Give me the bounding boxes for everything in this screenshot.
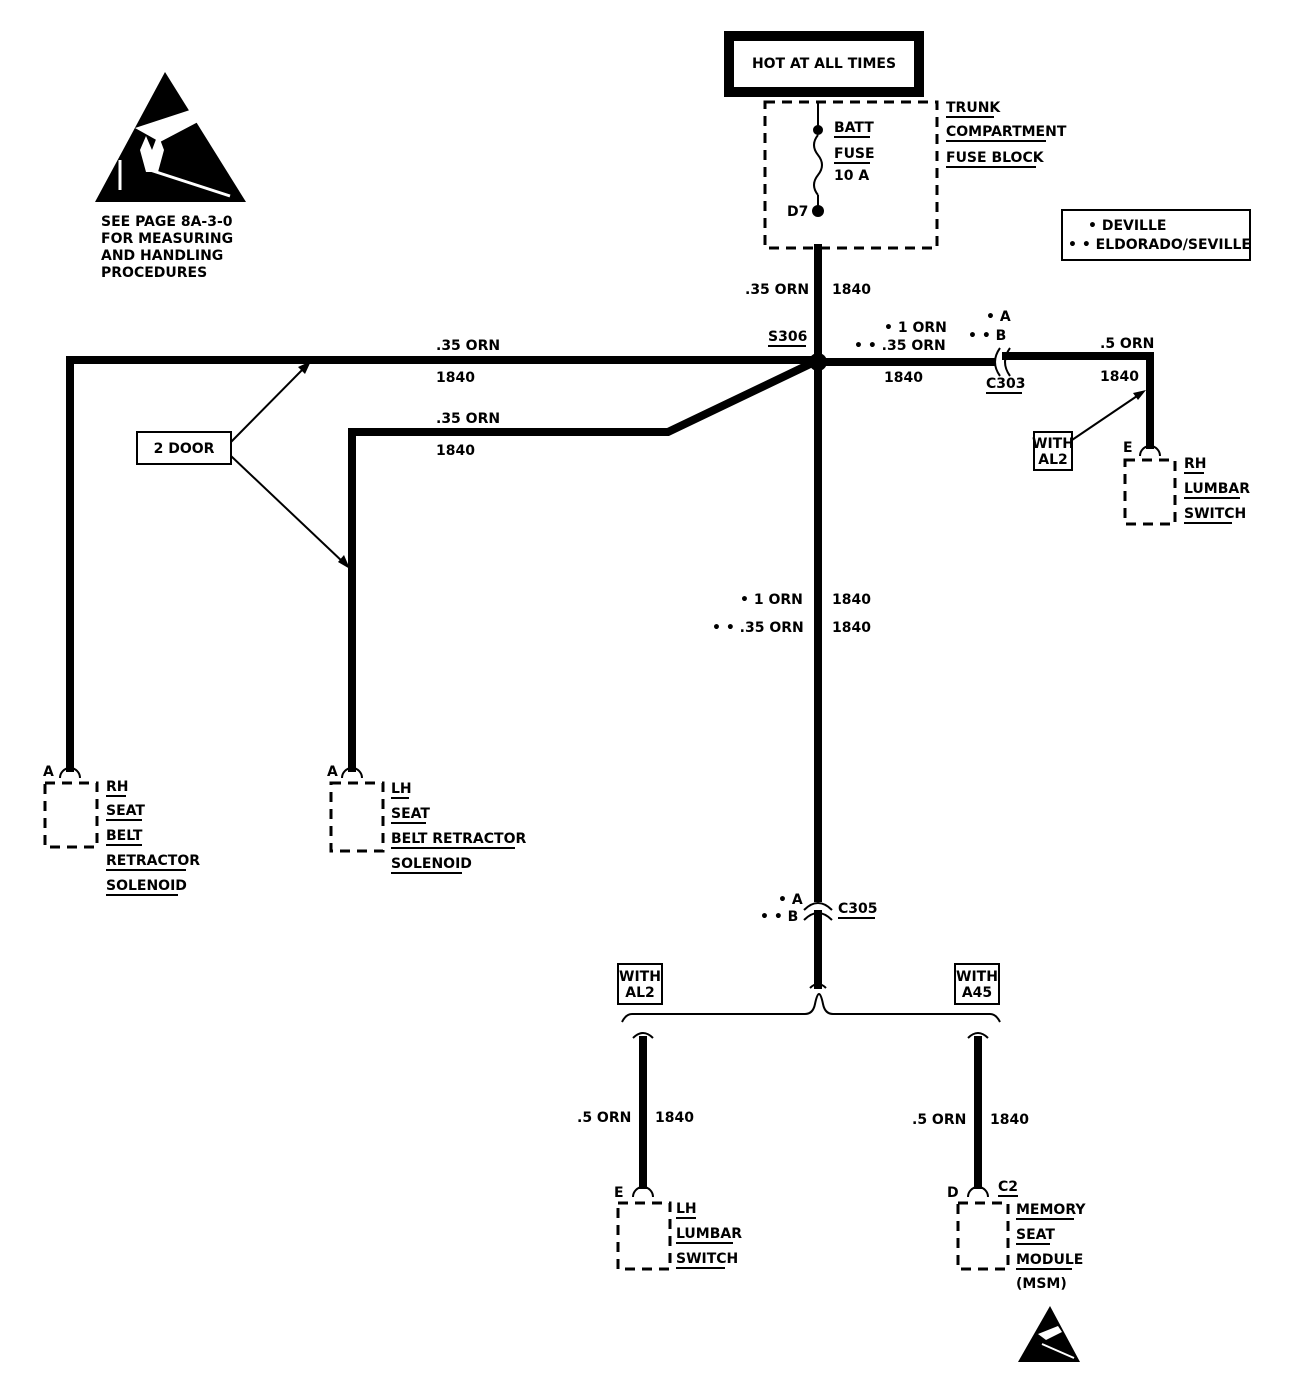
rh-lumbar-line-2: LUMBAR bbox=[1184, 481, 1250, 497]
fuse-label-fuse: FUSE bbox=[834, 146, 875, 162]
legend-eldorado-seville: • • ELDORADO/SEVILLE bbox=[1068, 237, 1251, 253]
option-2-door-label: 2 DOOR bbox=[154, 441, 215, 457]
wire-label-gauge-fuse: .35 ORN bbox=[745, 282, 809, 298]
rh-lumbar-line-3: SWITCH bbox=[1184, 506, 1246, 522]
wire-label-num-center-1: 1840 bbox=[832, 592, 871, 608]
wire-label-gauge-center-1: • 1 ORN bbox=[740, 592, 803, 608]
hot-at-all-times-box: HOT AT ALL TIMES bbox=[724, 31, 924, 97]
lh-seat-line-4: SOLENOID bbox=[391, 856, 472, 872]
c303-pin-b: • • B bbox=[968, 328, 1006, 344]
memory-connector: C2 bbox=[998, 1179, 1018, 1195]
wire-label-num-lh-lumbar: 1840 bbox=[655, 1110, 694, 1126]
splice-label: S306 bbox=[768, 329, 807, 345]
option-with-al2-right: WITH AL2 bbox=[1032, 390, 1146, 471]
memory-pin: D bbox=[947, 1185, 959, 1201]
wire-label-gauge-lh-lumbar: .5 ORN bbox=[577, 1110, 631, 1126]
option-branch-bracket bbox=[621, 983, 1001, 1039]
fuse-label-rating: 10 A bbox=[834, 168, 869, 184]
option-with-al2-bottom-line-2: AL2 bbox=[625, 985, 655, 1001]
esd-warning-icon bbox=[95, 72, 246, 202]
wire-label-gauge-center-2: • • .35 ORN bbox=[712, 620, 804, 636]
wires bbox=[66, 244, 1154, 1189]
wire-label-gauge-far-right: .5 ORN bbox=[1100, 336, 1154, 352]
esd-note-line-2: FOR MEASURING bbox=[101, 231, 233, 247]
memory-line-4: (MSM) bbox=[1016, 1276, 1067, 1292]
memory-line-1: MEMORY bbox=[1016, 1202, 1086, 1218]
wire-label-num-memory: 1840 bbox=[990, 1112, 1029, 1128]
splice-s306: S306 bbox=[768, 329, 827, 371]
lh-lumbar-line-1: LH bbox=[676, 1201, 697, 1217]
esd-small-icon bbox=[1018, 1306, 1080, 1362]
option-with-a45-line-2: A45 bbox=[962, 985, 992, 1001]
wire-label-num-fuse: 1840 bbox=[832, 282, 871, 298]
option-with-al2-right-line-1: WITH bbox=[1032, 436, 1074, 452]
component-lh-seat-belt-retractor-solenoid: A LH SEAT BELT RETRACTOR SOLENOID bbox=[327, 764, 526, 874]
esd-note-line-3: AND HANDLING bbox=[101, 248, 223, 264]
rh-seat-line-4: RETRACTOR bbox=[106, 853, 200, 869]
wire-c303-to-rh-lumbar bbox=[1002, 352, 1154, 449]
component-lh-lumbar-switch: E LH LUMBAR SWITCH bbox=[614, 1185, 742, 1271]
lh-lumbar-pin: E bbox=[614, 1185, 624, 1201]
lh-lumbar-line-3: SWITCH bbox=[676, 1251, 738, 1267]
rh-seat-line-3: BELT bbox=[106, 828, 143, 844]
wire-label-gauge-memory: .5 ORN bbox=[912, 1112, 966, 1128]
fuse-block-title-2: COMPARTMENT bbox=[946, 124, 1067, 140]
rh-seat-pin: A bbox=[43, 764, 54, 780]
option-with-a45-line-1: WITH bbox=[956, 969, 998, 985]
esd-note-line-4: PROCEDURES bbox=[101, 265, 207, 281]
legend: • DEVILLE • • ELDORADO/SEVILLE bbox=[1061, 209, 1251, 261]
wire-label-gauge-lh: .35 ORN bbox=[436, 411, 500, 427]
hot-label: HOT AT ALL TIMES bbox=[752, 56, 896, 72]
option-with-al2-bottom: WITH AL2 bbox=[617, 963, 663, 1005]
lh-seat-line-1: LH bbox=[391, 781, 412, 797]
wire-label-gauge-right-2: • • .35 ORN bbox=[854, 338, 946, 354]
memory-line-2: SEAT bbox=[1016, 1227, 1055, 1243]
c305-label: C305 bbox=[838, 901, 878, 917]
wire-label-gauge-rh: .35 ORN bbox=[436, 338, 500, 354]
option-with-a45: WITH A45 bbox=[954, 963, 1000, 1005]
fuse-block: BATT FUSE 10 A D7 TRUNK COMPARTMENT FUSE… bbox=[763, 100, 1067, 250]
option-2-door: 2 DOOR bbox=[136, 361, 350, 569]
connector-c305: • A • • B C305 bbox=[760, 892, 878, 925]
lh-seat-line-3: BELT RETRACTOR bbox=[391, 831, 526, 847]
lh-seat-line-2: SEAT bbox=[391, 806, 430, 822]
option-with-al2-right-line-2: AL2 bbox=[1038, 452, 1068, 468]
wire-label-num-far-right: 1840 bbox=[1100, 369, 1139, 385]
lh-lumbar-line-2: LUMBAR bbox=[676, 1226, 742, 1242]
component-rh-seat-belt-retractor-solenoid: A RH SEAT BELT RETRACTOR SOLENOID bbox=[43, 764, 200, 896]
connector-c303: • A • • B C303 bbox=[968, 309, 1026, 394]
legend-deville: • DEVILLE bbox=[1088, 218, 1166, 234]
esd-note: SEE PAGE 8A-3-0 FOR MEASURING AND HANDLI… bbox=[101, 214, 233, 281]
wire-lh-seat-belt bbox=[348, 360, 812, 772]
option-with-al2-bottom-line-1: WITH bbox=[619, 969, 661, 985]
fuse-block-title-1: TRUNK bbox=[946, 100, 1001, 116]
component-rh-lumbar-switch: E RH LUMBAR SWITCH bbox=[1123, 440, 1250, 526]
c303-label: C303 bbox=[986, 376, 1026, 392]
rh-seat-line-2: SEAT bbox=[106, 803, 145, 819]
wire-rh-seat-belt bbox=[66, 356, 814, 772]
fuse-terminal-d7: D7 bbox=[787, 204, 808, 220]
c305-pin-a: • A bbox=[778, 892, 803, 908]
rh-seat-line-1: RH bbox=[106, 779, 129, 795]
c303-pin-a: • A bbox=[986, 309, 1011, 325]
wire-label-gauge-right-1: • 1 ORN bbox=[884, 320, 947, 336]
wire-label-num-rh: 1840 bbox=[436, 370, 475, 386]
wire-label-num-right: 1840 bbox=[884, 370, 923, 386]
esd-note-line-1: SEE PAGE 8A-3-0 bbox=[101, 214, 233, 230]
rh-seat-line-5: SOLENOID bbox=[106, 878, 187, 894]
memory-line-3: MODULE bbox=[1016, 1252, 1083, 1268]
wire-label-num-center-2: 1840 bbox=[832, 620, 871, 636]
wire-labels: .35 ORN 1840 .35 ORN 1840 .35 ORN 1840 •… bbox=[436, 282, 1154, 1128]
lh-seat-pin: A bbox=[327, 764, 338, 780]
component-memory-seat-module: D C2 MEMORY SEAT MODULE (MSM) bbox=[947, 1179, 1086, 1292]
wire-label-num-lh: 1840 bbox=[436, 443, 475, 459]
rh-lumbar-pin: E bbox=[1123, 440, 1133, 456]
fuse-block-title-3: FUSE BLOCK bbox=[946, 150, 1045, 166]
c305-pin-b: • • B bbox=[760, 909, 798, 925]
fuse-label-batt: BATT bbox=[834, 120, 874, 136]
rh-lumbar-line-1: RH bbox=[1184, 456, 1207, 472]
